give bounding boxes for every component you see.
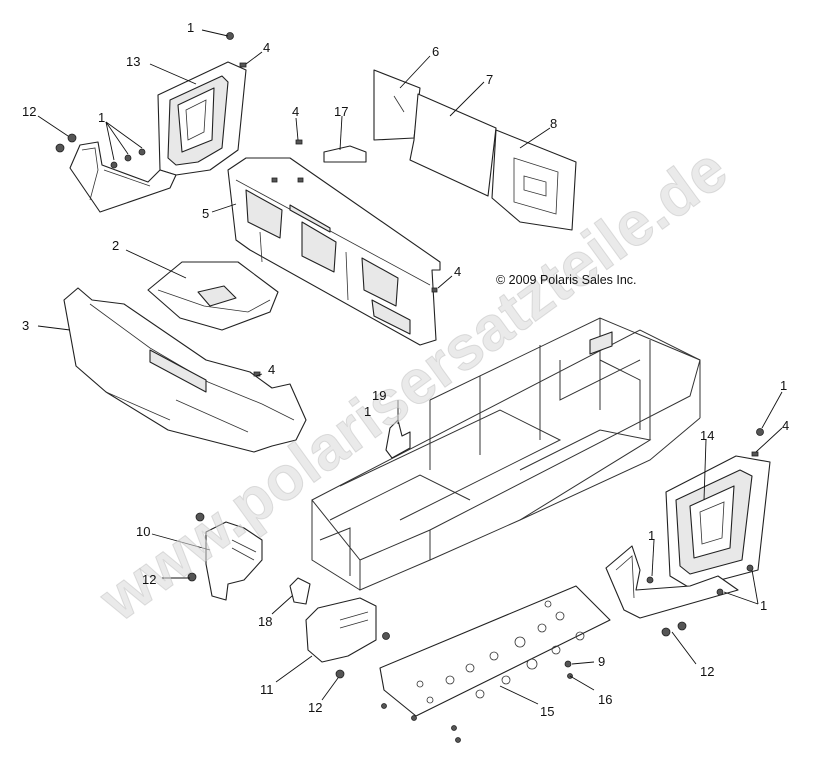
callout-9: 9 xyxy=(598,654,605,669)
callout-1: 1 xyxy=(364,404,371,419)
part-7-pad xyxy=(409,93,497,197)
callout-4: 4 xyxy=(263,40,270,55)
part-14-right-side-panel xyxy=(665,428,771,589)
callout-19: 19 xyxy=(372,388,386,403)
callout-12: 12 xyxy=(700,664,714,679)
part-11-bracket xyxy=(305,597,390,679)
callout-7: 7 xyxy=(486,72,493,87)
part-12-right-footwell xyxy=(605,545,754,637)
callout-3: 3 xyxy=(22,318,29,333)
callout-2: 2 xyxy=(112,238,119,253)
callout-12: 12 xyxy=(22,104,36,119)
callout-12: 12 xyxy=(142,572,156,587)
callout-labels: 1 4 13 12 1 4 17 6 7 8 5 2 4 3 4 1 19 1 … xyxy=(22,20,789,719)
callout-15: 15 xyxy=(540,704,554,719)
part-8-pad xyxy=(491,129,577,231)
part-15-floor-plate xyxy=(379,585,611,743)
callout-4: 4 xyxy=(292,104,299,119)
callout-8: 8 xyxy=(550,116,557,131)
callout-10: 10 xyxy=(136,524,150,539)
callout-5: 5 xyxy=(202,206,209,221)
callout-1: 1 xyxy=(780,378,787,393)
part-3-floor-pan xyxy=(63,287,307,453)
part-5-rear-cab-panel xyxy=(227,139,441,346)
part-13-left-side-panel xyxy=(157,61,247,176)
callout-16: 16 xyxy=(598,692,612,707)
leader-lines xyxy=(37,29,783,705)
callout-17: 17 xyxy=(334,104,348,119)
part-6-pad xyxy=(373,69,421,141)
part-10-bracket xyxy=(187,512,263,601)
part-17-pad xyxy=(323,145,367,163)
callout-11: 11 xyxy=(260,682,274,697)
callout-1: 1 xyxy=(98,110,105,125)
callout-1: 1 xyxy=(648,528,655,543)
part-2-console-tray xyxy=(147,261,279,331)
callout-13: 13 xyxy=(126,54,140,69)
callout-6: 6 xyxy=(432,44,439,59)
chassis-frame xyxy=(311,317,701,591)
callout-1: 1 xyxy=(760,598,767,613)
fasteners-upper-left xyxy=(55,32,247,169)
part-18-bracket xyxy=(289,577,311,605)
callout-4: 4 xyxy=(268,362,275,377)
part-12-left-footwell xyxy=(69,141,177,213)
callout-4: 4 xyxy=(454,264,461,279)
callout-14: 14 xyxy=(700,428,714,443)
copyright-notice: © 2009 Polaris Sales Inc. xyxy=(496,273,637,287)
callout-1: 1 xyxy=(187,20,194,35)
part-19-bracket xyxy=(385,419,411,459)
callout-12: 12 xyxy=(308,700,322,715)
callout-18: 18 xyxy=(258,614,272,629)
callout-4: 4 xyxy=(782,418,789,433)
